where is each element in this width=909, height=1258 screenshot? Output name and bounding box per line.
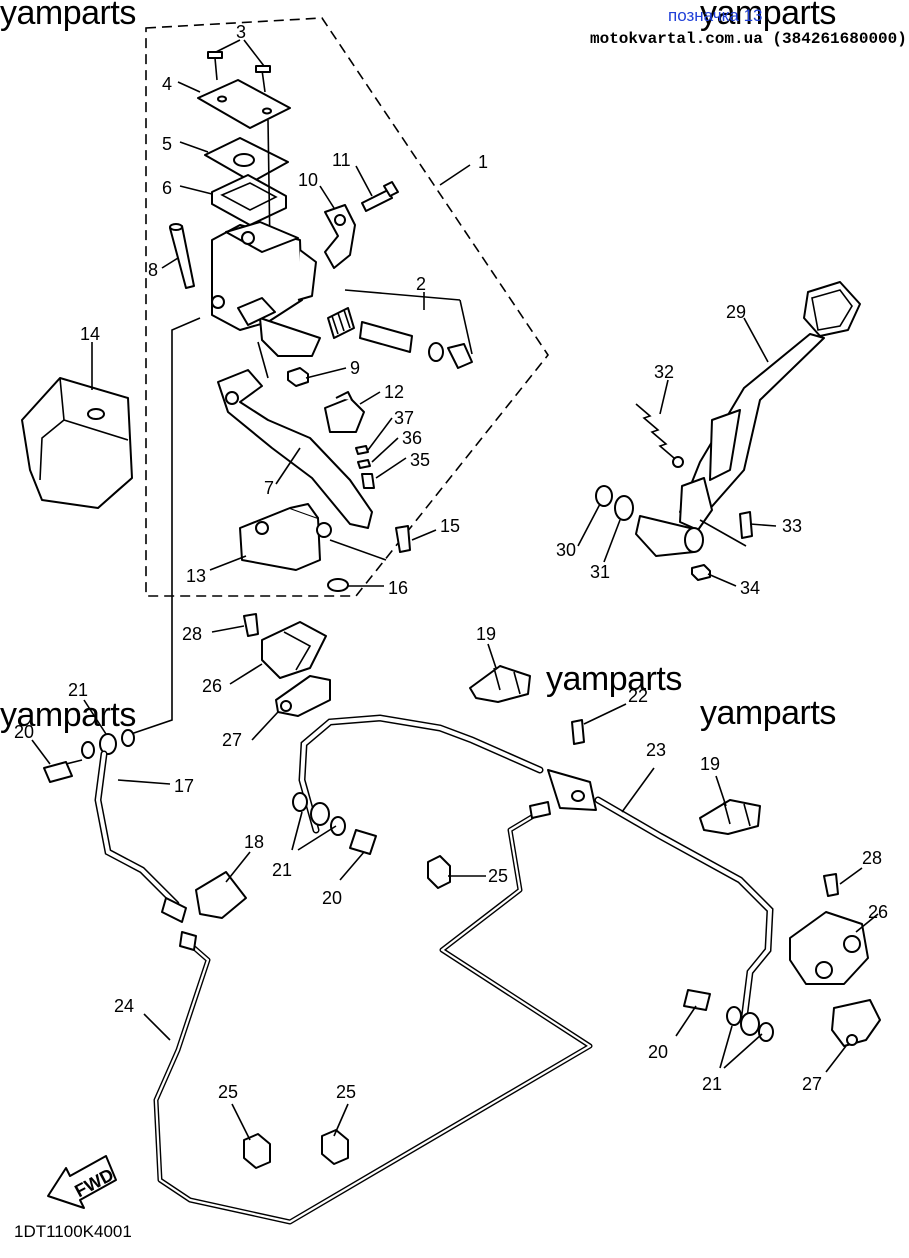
callout-label: 9 bbox=[350, 358, 360, 378]
callout-label: 23 bbox=[646, 740, 666, 760]
hose-17 bbox=[43, 729, 247, 923]
callout-label: 25 bbox=[336, 1082, 356, 1102]
callout-label: 33 bbox=[782, 516, 802, 536]
callout-label: 26 bbox=[202, 676, 222, 696]
callout-label: 4 bbox=[162, 74, 172, 94]
callout-label: 27 bbox=[802, 1074, 822, 1094]
callout-label: 7 bbox=[264, 478, 274, 498]
callout-label: 28 bbox=[182, 624, 202, 644]
callout-label: 18 bbox=[244, 832, 264, 852]
callout-label: 14 bbox=[80, 324, 100, 344]
callout-label: 11 bbox=[332, 150, 351, 170]
callout-label: 22 bbox=[628, 686, 648, 706]
site-url: motokvartal.com.ua (384261680000) bbox=[590, 30, 907, 48]
callout-label: 28 bbox=[862, 848, 882, 868]
callout-label: 30 bbox=[556, 540, 576, 560]
callout-label: 37 bbox=[394, 408, 414, 428]
callout-label: 20 bbox=[322, 888, 342, 908]
callout-label: 15 bbox=[440, 516, 460, 536]
callout-label: 10 bbox=[298, 170, 318, 190]
callout-label: 19 bbox=[700, 754, 720, 774]
callout-label: 31 bbox=[590, 562, 610, 582]
grommets-25 bbox=[243, 855, 451, 1169]
watermark: yamparts bbox=[700, 0, 836, 32]
master-cylinder-group bbox=[169, 51, 473, 592]
callout-label: 32 bbox=[654, 362, 674, 382]
callout-label: 6 bbox=[162, 178, 172, 198]
callout-label: 21 bbox=[702, 1074, 722, 1094]
upper-clamp-group bbox=[243, 613, 331, 717]
diagram-code: 1DT1100K4001 bbox=[14, 1222, 132, 1241]
callout-label: 1 bbox=[478, 152, 488, 172]
callout-label: 21 bbox=[272, 860, 292, 880]
pipe-24 bbox=[153, 801, 593, 1225]
callout-label: 16 bbox=[388, 578, 408, 598]
callout-label: 5 bbox=[162, 134, 172, 154]
lower-clamp-group bbox=[789, 873, 881, 1047]
callout-label: 20 bbox=[648, 1042, 668, 1062]
callout-label: 29 bbox=[726, 302, 746, 322]
leader-lines bbox=[31, 39, 879, 1141]
callout-label: 35 bbox=[410, 450, 430, 470]
clamp-19-group bbox=[469, 665, 761, 835]
fwd-arrow: FWD bbox=[47, 1155, 117, 1209]
callouts: 1 2 3 4 5 6 7 8 9 10 11 12 13 14 15 16 1… bbox=[14, 22, 888, 1102]
watermark: yamparts bbox=[0, 696, 136, 734]
callout-label: 36 bbox=[402, 428, 422, 448]
header-link[interactable]: позначка 13 bbox=[668, 6, 763, 25]
callout-label: 19 bbox=[476, 624, 496, 644]
watermark: yamparts bbox=[546, 660, 682, 698]
watermark: yamparts bbox=[0, 0, 136, 32]
callout-label: 20 bbox=[14, 722, 34, 742]
callout-label: 2 bbox=[416, 274, 426, 294]
callout-label: 25 bbox=[488, 866, 508, 886]
callout-label: 24 bbox=[114, 996, 134, 1016]
callout-label: 12 bbox=[384, 382, 404, 402]
callout-label: 25 bbox=[218, 1082, 238, 1102]
callout-label: 8 bbox=[148, 260, 158, 280]
part-29-pedal bbox=[595, 281, 861, 581]
callout-label: 21 bbox=[68, 680, 88, 700]
watermark: yamparts bbox=[700, 694, 836, 732]
hose-23 bbox=[292, 714, 774, 1042]
callout-label: 17 bbox=[174, 776, 194, 796]
callout-label: 3 bbox=[236, 22, 246, 42]
callout-label: 34 bbox=[740, 578, 760, 598]
callout-label: 13 bbox=[186, 566, 206, 586]
part-14-cover bbox=[21, 377, 133, 509]
callout-label: 27 bbox=[222, 730, 242, 750]
callout-label: 26 bbox=[868, 902, 888, 922]
